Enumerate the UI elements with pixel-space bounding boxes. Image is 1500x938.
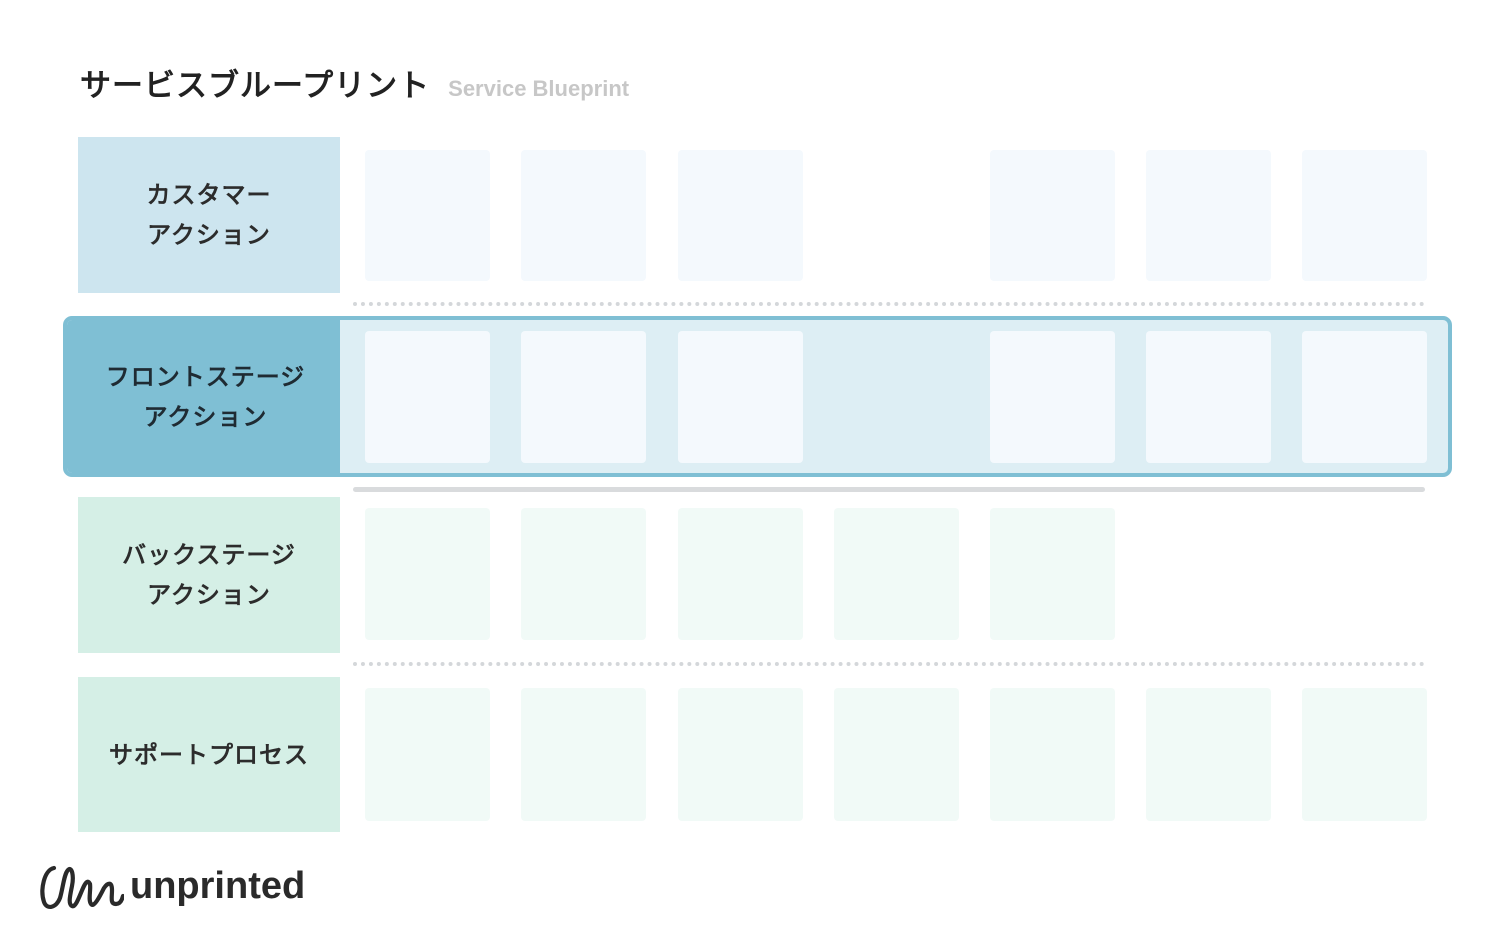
- lane-label-customer-action: カスタマー アクション: [78, 137, 340, 293]
- backstage-action-cell: [521, 508, 646, 640]
- frontstage-action-cell: [365, 331, 490, 463]
- backstage-action-cell: [365, 508, 490, 640]
- customer-action-cell: [1302, 150, 1427, 281]
- backstage-action-cell: [678, 508, 803, 640]
- frontstage-action-cell: [990, 331, 1115, 463]
- page-title: サービスブループリント Service Blueprint: [80, 60, 629, 105]
- line-of-visibility: [353, 487, 1425, 492]
- brand-logo: unprinted: [38, 860, 305, 912]
- support-process-cell: [1302, 688, 1427, 821]
- title-japanese: サービスブループリント: [80, 68, 431, 104]
- frontstage-action-cell: [1146, 331, 1271, 463]
- backstage-action-cell: [834, 508, 959, 640]
- frontstage-action-cell: [521, 331, 646, 463]
- lane-label-frontstage-action: フロントステージ アクション: [67, 320, 340, 473]
- lane-label-backstage-action: バックステージ アクション: [78, 497, 340, 653]
- lane-label-frontstage-text: フロントステージ アクション: [105, 362, 306, 431]
- customer-action-cell: [365, 150, 490, 281]
- frontstage-action-cell: [1302, 331, 1427, 463]
- customer-action-cell: [521, 150, 646, 281]
- backstage-action-cell: [990, 508, 1115, 640]
- customer-action-cell: [678, 150, 803, 281]
- support-process-cell: [521, 688, 646, 821]
- support-process-cell: [834, 688, 959, 821]
- title-english: Service Blueprint: [448, 76, 630, 101]
- brand-name: unprinted: [130, 864, 306, 907]
- customer-action-cell: [990, 150, 1115, 281]
- support-process-cell: [678, 688, 803, 821]
- lane-label-support-process: サポートプロセス: [78, 677, 340, 832]
- line-of-interaction: [353, 302, 1425, 306]
- support-process-cell: [365, 688, 490, 821]
- support-process-cell: [1146, 688, 1271, 821]
- line-of-internal-interaction: [353, 662, 1425, 666]
- customer-action-cell: [1146, 150, 1271, 281]
- frontstage-action-cell: [678, 331, 803, 463]
- support-process-cell: [990, 688, 1115, 821]
- unprinted-logo-icon: [40, 865, 124, 909]
